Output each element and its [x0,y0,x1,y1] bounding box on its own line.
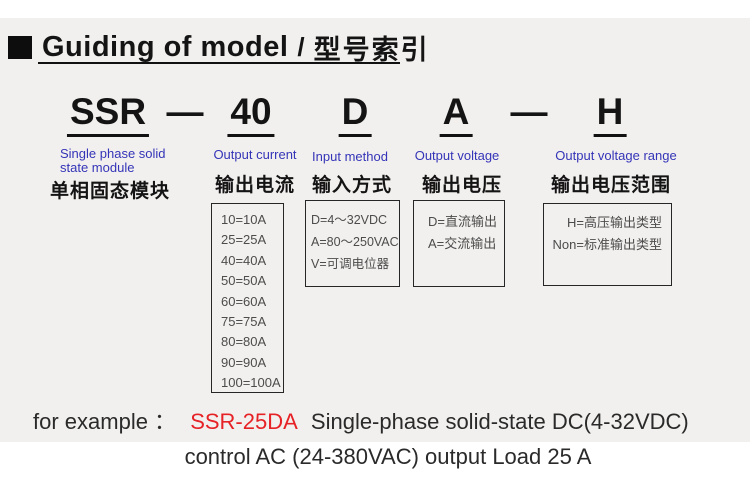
label-zh-output-voltage: 输出电压 [421,175,503,196]
title-english: Guiding of model [42,30,289,63]
model-segment-dash: — [510,91,548,132]
option-item: A=80～250VAC [311,235,399,249]
option-item: 50=50A [221,273,267,289]
model-segment-dash: — [166,91,204,132]
option-item: 25=25A [221,232,267,248]
option-item: 100=100A [221,375,281,391]
output-voltage-range-options-box: H=高压输出类型 Non=标准输出类型 [543,203,672,286]
option-item: 60=60A [221,293,267,309]
example-prefix: for example ： [33,409,177,434]
example-line-1: for example ： SSR-25DA Single-phase soli… [33,404,689,436]
model-segment-series: SSR [66,92,150,137]
label-zh-module: 单相固态模块 [50,181,171,202]
option-item: A=交流输出 [428,236,497,251]
option-item: V=可调电位器 [311,257,390,271]
label-zh-output-current: 输出电流 [214,175,296,196]
option-item: Non=标准输出类型 [552,237,662,252]
label-en-output-voltage-range: Output voltage range [555,148,677,163]
label-en-output-voltage: Output voltage [414,148,500,163]
title-separator: / [297,31,305,62]
gray-panel [0,18,750,442]
title-chinese: 型号索引 [313,34,430,65]
option-item: D=直流输出 [428,214,497,229]
output-current-options-box: 10=10A 25=25A 40=40A 50=50A 60=60A 75=75… [211,203,284,393]
example-model-code: SSR-25DA [190,409,298,434]
label-zh-output-voltage-range: 输出电压范围 [550,175,672,196]
option-item: 80=80A [221,334,267,350]
output-voltage-options-box: D=直流输出 A=交流输出 [413,200,505,287]
label-en-input-method: Input method [312,149,388,164]
option-item: 40=40A [221,252,267,268]
option-item: 10=10A [221,212,267,227]
example-line-2: control AC (24-380VAC) output Load 25 A [184,444,592,469]
option-item: 90=90A [221,354,267,370]
example-description: Single-phase solid-state DC(4-32VDC) [310,409,689,434]
model-segment-input: D [338,92,372,137]
label-en-module: Single phase solid state module [60,146,166,175]
input-method-options-box: D=4～32VDC A=80～250VAC V=可调电位器 [305,200,400,287]
option-item: H=高压输出类型 [567,215,662,230]
title-bullet-square-icon [8,35,32,59]
page-title: Guiding of model / 型号索引 [8,30,430,65]
option-item: 75=75A [221,314,267,330]
title-underline [38,62,400,64]
model-segment-range: H [593,92,627,137]
option-item: D=4～32VDC [311,213,388,227]
model-segment-voltage: A [439,92,473,137]
model-segment-current: 40 [227,92,275,137]
label-zh-input-method: 输入方式 [311,175,393,196]
label-en-output-current: Output current [213,147,297,162]
